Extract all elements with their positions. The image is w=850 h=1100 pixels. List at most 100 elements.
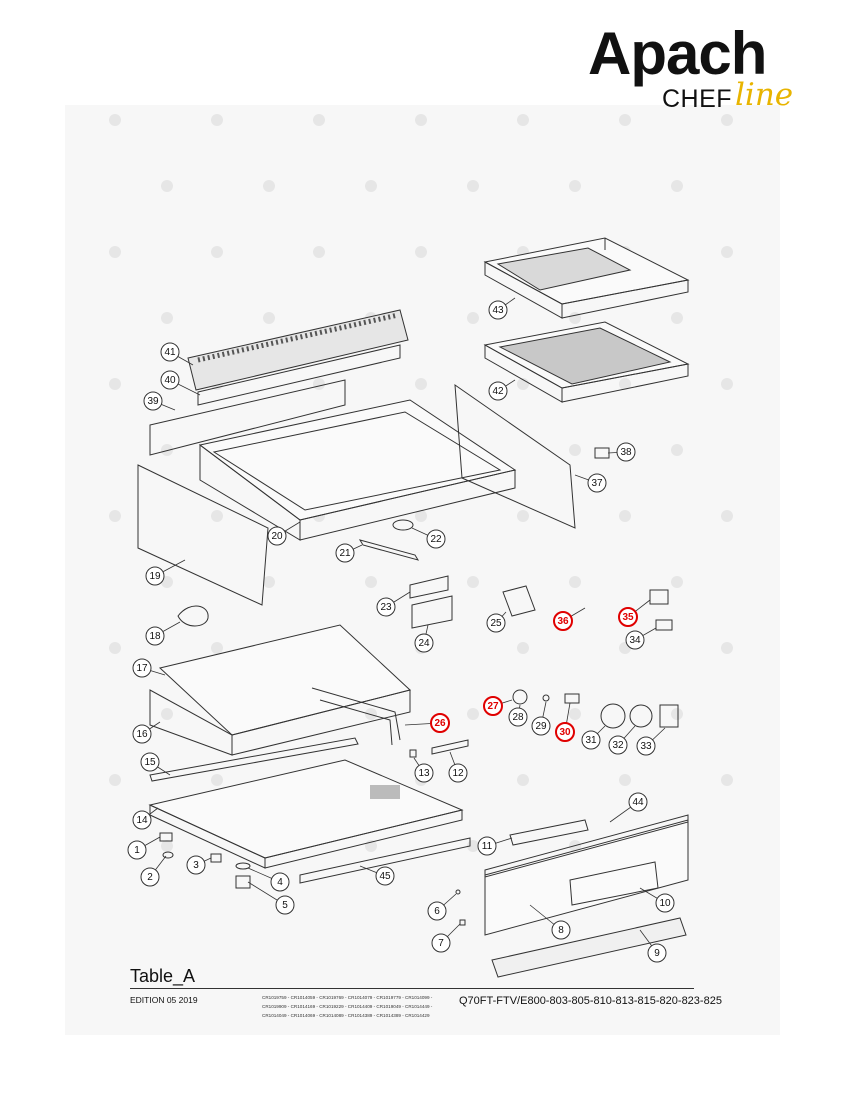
watermark-dot: [365, 576, 377, 588]
watermark-dot: [211, 774, 223, 786]
callout-circle: [143, 391, 163, 411]
callout-16: 16: [132, 724, 152, 744]
watermark-dot: [569, 576, 581, 588]
callout-circle: [551, 920, 571, 940]
callout-14: 14: [132, 810, 152, 830]
part-3-fitting: [210, 853, 222, 863]
callout-43: 43: [488, 300, 508, 320]
callout-circle: [427, 901, 447, 921]
callout-circle: [267, 526, 287, 546]
part-20-griddle: [198, 399, 517, 541]
watermark-dot: [467, 708, 479, 720]
callout-number: 19: [149, 571, 161, 582]
part-19-side-panel: [137, 464, 269, 606]
callout-number: 14: [136, 815, 148, 826]
watermark-dot: [721, 774, 733, 786]
callout-number: 41: [164, 347, 176, 358]
watermark-dot: [619, 114, 631, 126]
callout-number: 3: [193, 860, 199, 871]
callout-circle: [488, 381, 508, 401]
callout-34: 34: [625, 630, 645, 650]
watermark-dot: [517, 510, 529, 522]
callout-number: 22: [430, 534, 442, 545]
callout-number: 35: [622, 612, 634, 623]
callout-18: 18: [145, 626, 165, 646]
callout-labels: 1234567891011121314151617181920212223242…: [127, 300, 675, 963]
callout-number: 6: [434, 906, 440, 917]
part-41-flue: [187, 309, 409, 391]
part-6-screw: [455, 889, 461, 895]
callout-number: 18: [149, 631, 161, 642]
product-codes: CR1019759 - CR1014059 - CR1019769 - CR10…: [262, 995, 433, 1018]
part-14-bottom-frame: [148, 759, 464, 869]
watermark-dot: [415, 114, 427, 126]
callout-number: 29: [535, 721, 547, 732]
watermark-dot: [517, 642, 529, 654]
callout-circle: [618, 607, 638, 627]
callout-number: 10: [659, 898, 671, 909]
callout-circle: [430, 713, 450, 733]
callout-number: 27: [487, 701, 499, 712]
callout-number: 34: [629, 635, 641, 646]
callout-35: 35: [618, 607, 638, 627]
callout-number: 36: [557, 616, 569, 627]
callout-circle: [270, 872, 290, 892]
callout-45: 45: [375, 866, 395, 886]
watermark-dot: [569, 444, 581, 456]
watermark-dot: [109, 774, 121, 786]
callout-19: 19: [145, 566, 165, 586]
callout-circle: [553, 611, 573, 631]
callout-circle: [486, 613, 506, 633]
watermark-dot: [517, 774, 529, 786]
callout-circle: [555, 722, 575, 742]
callout-number: 38: [620, 447, 632, 458]
callout-number: 8: [558, 925, 564, 936]
part-40-flue-base: [197, 344, 401, 406]
callout-26: 26: [430, 713, 450, 733]
watermark-dot: [721, 246, 733, 258]
callout-number: 17: [136, 663, 148, 674]
callout-5: 5: [275, 895, 295, 915]
watermark-dot: [313, 246, 325, 258]
callout-36: 36: [553, 611, 573, 631]
part-35-thermostat: [649, 589, 669, 605]
callout-number: 9: [654, 948, 660, 959]
part-16-17-heater-box: [149, 624, 412, 756]
watermark-dot: [211, 510, 223, 522]
watermark-dot: [619, 510, 631, 522]
table-title: Table_A: [130, 966, 196, 986]
part-18-cable: [177, 605, 209, 627]
watermark-dot: [569, 312, 581, 324]
part-26-heating-element: [311, 687, 401, 746]
callout-number: 31: [585, 735, 597, 746]
callout-number: 12: [452, 768, 464, 779]
callout-circle: [160, 342, 180, 362]
callout-circle: [414, 633, 434, 653]
callout-15: 15: [140, 752, 160, 772]
callout-circle: [414, 763, 434, 783]
watermark-dot: [263, 312, 275, 324]
footer-rule: [130, 988, 694, 989]
callout-circle: [376, 597, 396, 617]
callout-11: 11: [477, 836, 497, 856]
callout-number: 45: [379, 871, 391, 882]
callout-circle: [375, 866, 395, 886]
callout-27: 27: [483, 696, 503, 716]
callout-13: 13: [414, 763, 434, 783]
callout-4: 4: [270, 872, 290, 892]
watermark-dot: [109, 246, 121, 258]
callout-number: 15: [144, 757, 156, 768]
callout-circle: [132, 810, 152, 830]
callout-9: 9: [647, 943, 667, 963]
callout-33: 33: [636, 736, 656, 756]
watermark-dot: [671, 312, 683, 324]
watermark-dot: [263, 180, 275, 192]
watermark-dot: [467, 312, 479, 324]
callout-circle: [127, 840, 147, 860]
callout-circle: [655, 893, 675, 913]
watermark-dot: [211, 642, 223, 654]
part-15-bar: [149, 737, 359, 782]
part-23-valve: [409, 575, 449, 599]
callout-number: 32: [612, 740, 624, 751]
watermark-dot: [517, 114, 529, 126]
